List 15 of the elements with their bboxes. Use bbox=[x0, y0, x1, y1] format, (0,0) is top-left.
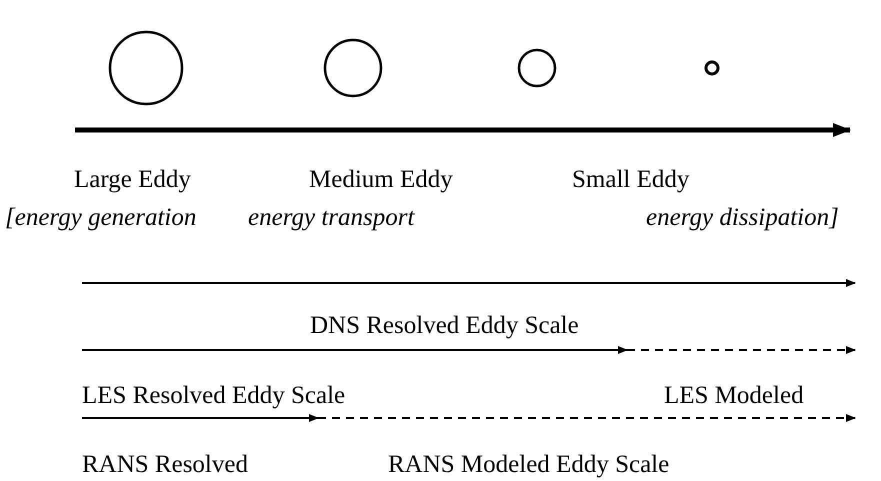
eddy-circle bbox=[107, 29, 185, 107]
scale-label: Medium Eddy bbox=[309, 165, 453, 194]
scale-label: Large Eddy bbox=[74, 165, 191, 194]
scale-label: LES Resolved Eddy Scale bbox=[82, 381, 346, 410]
eddy-circle bbox=[516, 47, 558, 89]
scale-label: Small Eddy bbox=[572, 165, 690, 194]
scale-label: RANS Modeled Eddy Scale bbox=[388, 450, 670, 479]
scale-label: RANS Resolved bbox=[82, 450, 248, 479]
eddy-circle bbox=[322, 37, 384, 99]
scale-description: energy transport bbox=[248, 203, 414, 232]
scale-description: [energy generation bbox=[5, 203, 196, 232]
scale-label: LES Modeled bbox=[664, 381, 804, 410]
scale-label: DNS Resolved Eddy Scale bbox=[310, 311, 579, 340]
scale-description: energy dissipation] bbox=[646, 203, 839, 232]
eddy-circle bbox=[703, 59, 721, 77]
